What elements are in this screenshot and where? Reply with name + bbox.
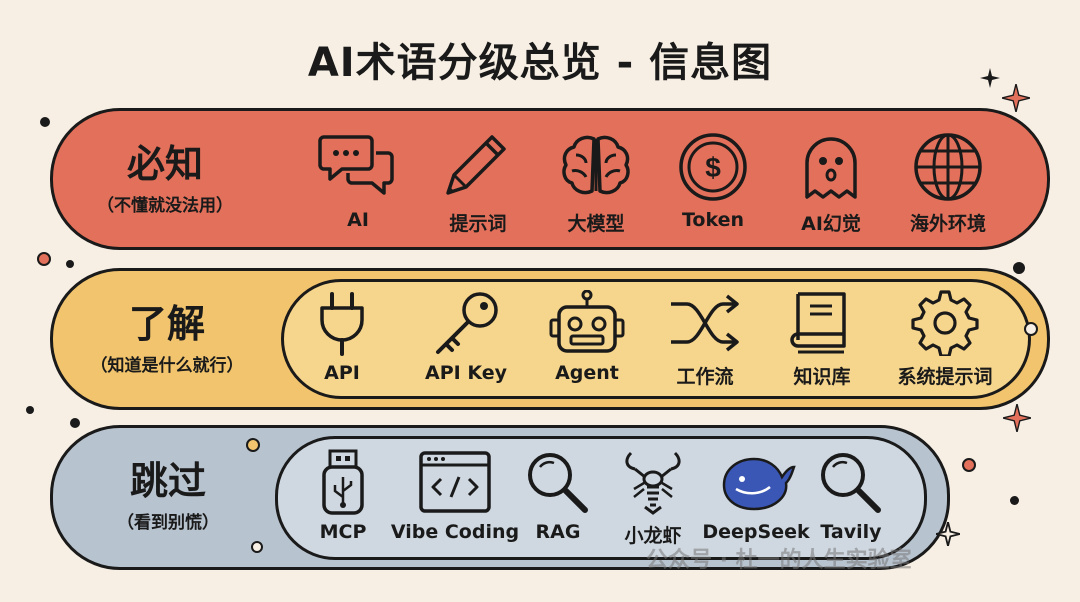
- term-system-prompt: 系统提示词: [880, 290, 1010, 389]
- term-label: DeepSeek: [702, 521, 810, 543]
- tier-label: 了解 （知道是什么就行）: [67, 301, 267, 376]
- term-deepseek: DeepSeek: [696, 449, 816, 543]
- term-label: RAG: [535, 521, 581, 543]
- tier-understand: 了解 （知道是什么就行） API API Key: [50, 268, 1050, 410]
- term-tavily: Tavily: [806, 449, 896, 543]
- term-overseas: 海外环境: [898, 131, 998, 236]
- term-label: 工作流: [676, 366, 734, 388]
- code-window-icon: [419, 451, 491, 513]
- decor-dot: [1010, 496, 1019, 505]
- chat-bubbles-icon: [318, 135, 394, 195]
- tier-name: 跳过: [129, 459, 206, 503]
- term-label: API: [324, 362, 360, 384]
- sparkle-icon: [936, 522, 960, 546]
- decor-dot: [37, 252, 51, 266]
- magnifier-icon: [821, 453, 881, 513]
- sparkle-icon: [1003, 404, 1031, 432]
- pencil-icon: [446, 135, 506, 195]
- lobster-icon: [625, 451, 681, 515]
- term-label: API Key: [425, 362, 507, 384]
- term-token: $ Token: [663, 131, 763, 231]
- decor-dot: [1013, 262, 1025, 274]
- decor-dot: [1024, 322, 1038, 336]
- term-label: AI: [347, 209, 369, 231]
- decor-dot: [66, 260, 74, 268]
- term-label: AI幻觉: [801, 213, 861, 235]
- term-workflow: 工作流: [655, 290, 755, 389]
- term-mcp: MCP: [298, 449, 388, 543]
- page-title: AI术语分级总览 - 信息图: [307, 40, 773, 86]
- watermark: 公众号 · 杜一的人生实验室: [646, 548, 912, 573]
- term-api: API: [292, 290, 392, 384]
- tier-subtitle: （不懂就没法用）: [97, 196, 233, 216]
- magnifier-icon: [528, 453, 588, 513]
- term-knowledge-base: 知识库: [772, 290, 872, 389]
- term-llm: 大模型: [546, 131, 646, 236]
- term-prompt: 提示词: [428, 131, 528, 236]
- tier-inner-panel: MCP Vibe Coding RAG: [275, 436, 927, 560]
- term-vibe-coding: Vibe Coding: [386, 449, 524, 543]
- tier-skip: 跳过 （看到别慌） MCP Vibe Coding: [50, 425, 950, 570]
- tier-name: 了解: [128, 302, 205, 346]
- term-label: 系统提示词: [897, 366, 993, 388]
- term-ai: AI: [308, 131, 408, 231]
- tier-name: 必知: [126, 142, 203, 186]
- shuffle-icon: [671, 294, 739, 352]
- tier-inner-panel: API API Key Agent: [281, 279, 1031, 399]
- term-label: Token: [681, 209, 745, 231]
- tier-subtitle: （看到别慌）: [117, 513, 219, 533]
- term-label: Tavily: [820, 521, 882, 543]
- sparkle-icon: [1002, 84, 1030, 112]
- tier-must-know: 必知 （不懂就没法用） AI 提示词 大模型 $: [50, 108, 1050, 250]
- term-agent: Agent: [537, 290, 637, 384]
- term-label: 海外环境: [909, 213, 986, 235]
- term-rag: RAG: [518, 449, 598, 543]
- tier-label: 必知 （不懂就没法用）: [75, 141, 255, 216]
- gear-icon: [911, 290, 979, 356]
- coin-icon: $: [679, 133, 747, 201]
- usb-icon: [322, 449, 364, 515]
- term-label: 大模型: [567, 213, 625, 235]
- ghost-icon: [805, 137, 857, 199]
- term-lobster: 小龙虾: [608, 449, 698, 548]
- key-icon: [436, 292, 498, 354]
- brain-icon: [562, 135, 630, 195]
- whale-icon: [722, 457, 796, 511]
- robot-icon: [549, 290, 625, 353]
- decor-dot: [246, 438, 260, 452]
- plug-icon: [320, 292, 364, 356]
- sparkle-icon: [980, 68, 1000, 88]
- decor-dot: [251, 541, 263, 553]
- decor-dot: [70, 418, 80, 428]
- term-label: 小龙虾: [624, 525, 682, 547]
- decor-dot: [962, 458, 976, 472]
- term-label: Agent: [555, 362, 619, 384]
- term-label: 知识库: [793, 366, 851, 388]
- term-label: 提示词: [449, 213, 507, 235]
- term-api-key: API Key: [411, 290, 521, 384]
- book-icon: [790, 292, 846, 354]
- decor-dot: [26, 406, 34, 414]
- term-label: Vibe Coding: [390, 521, 520, 543]
- tier-label: 跳过 （看到别慌）: [73, 458, 263, 533]
- decor-dot: [40, 117, 50, 127]
- term-label: MCP: [319, 521, 367, 543]
- svg-text:$: $: [705, 152, 721, 183]
- globe-icon: [914, 133, 982, 201]
- tier-subtitle: （知道是什么就行）: [90, 356, 244, 376]
- term-hallucination: AI幻觉: [781, 131, 881, 236]
